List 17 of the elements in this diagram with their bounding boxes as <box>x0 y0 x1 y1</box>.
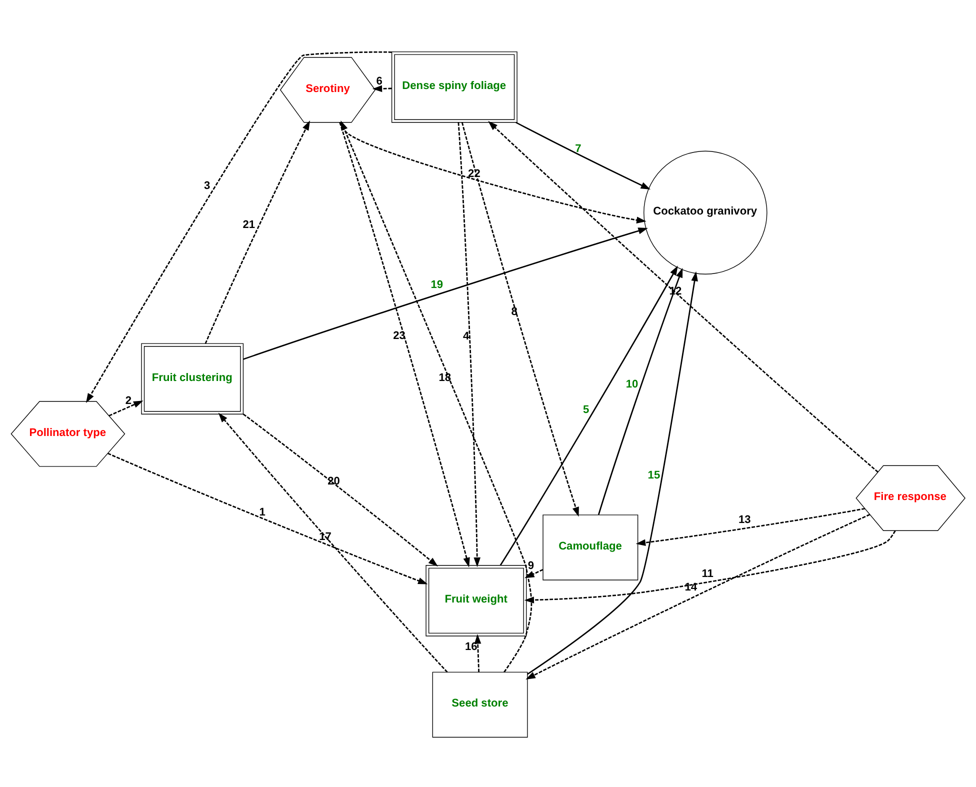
edge-label: 16 <box>465 640 478 653</box>
edge-label: 1 <box>259 506 266 519</box>
edge-label: 17 <box>319 531 332 544</box>
edge-label: 10 <box>626 378 638 390</box>
edge-label: 5 <box>582 404 590 416</box>
edge-label: 2 <box>125 395 132 408</box>
edge-label: 14 <box>684 582 698 594</box>
edge-label: 3 <box>204 180 210 192</box>
edge-label: 4 <box>463 330 470 342</box>
edge-label: 9 <box>528 560 534 572</box>
edge-label: 13 <box>738 514 751 526</box>
edge-label: 15 <box>648 469 660 482</box>
edge-label: 6 <box>376 75 382 88</box>
edge-label: 11 <box>702 568 714 580</box>
edge-label: 7 <box>575 142 582 155</box>
edge-label: 19 <box>430 279 444 292</box>
edge-label: 21 <box>242 218 256 231</box>
